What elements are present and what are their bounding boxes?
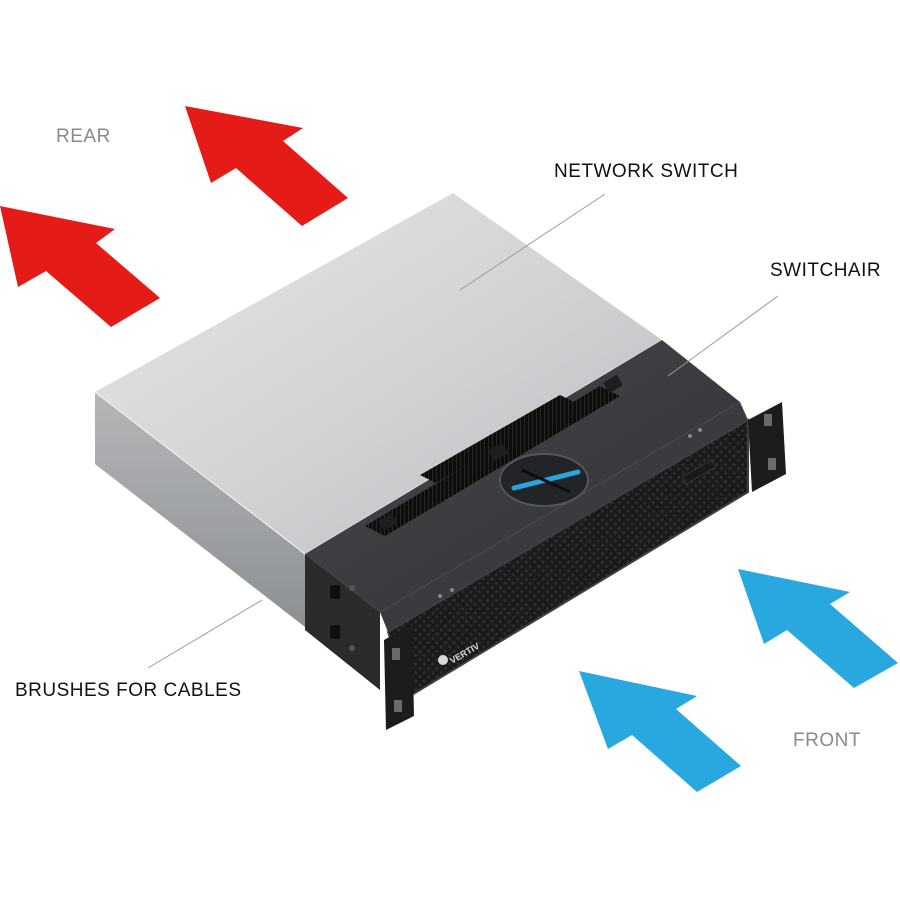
cable-brush-rear — [365, 386, 620, 536]
cable-brush-mid — [420, 395, 576, 483]
front-mesh-panel — [388, 420, 748, 696]
rack-ear-left — [384, 624, 414, 730]
leader-switchair — [667, 295, 779, 377]
label-front: FRONT — [793, 730, 861, 751]
switchair-handle[interactable] — [499, 453, 589, 507]
leader-lines — [147, 193, 779, 669]
intake-arrow-upper-icon — [738, 569, 898, 688]
rear-arrows — [0, 106, 348, 327]
label-network-switch: NETWORK SWITCH — [554, 161, 739, 182]
switchair-front-lip — [380, 402, 748, 632]
exhaust-arrow-lower-icon — [0, 206, 160, 327]
switchair-left-side — [305, 554, 380, 690]
leader-network-switch — [459, 193, 606, 291]
intake-arrow-lower-icon — [579, 671, 741, 792]
switchair-unit: VERTIV — [305, 340, 786, 730]
front-arrows — [579, 569, 898, 792]
switch-top-face — [95, 193, 662, 554]
label-switchair: SWITCHAIR — [770, 260, 882, 281]
label-rear: REAR — [56, 126, 111, 147]
switch-side-face — [95, 392, 305, 627]
exhaust-arrow-upper-icon — [185, 106, 348, 226]
rack-ear-right — [748, 402, 786, 492]
leader-brushes — [147, 599, 263, 669]
label-brushes-for-cables: BRUSHES FOR CABLES — [15, 680, 242, 701]
